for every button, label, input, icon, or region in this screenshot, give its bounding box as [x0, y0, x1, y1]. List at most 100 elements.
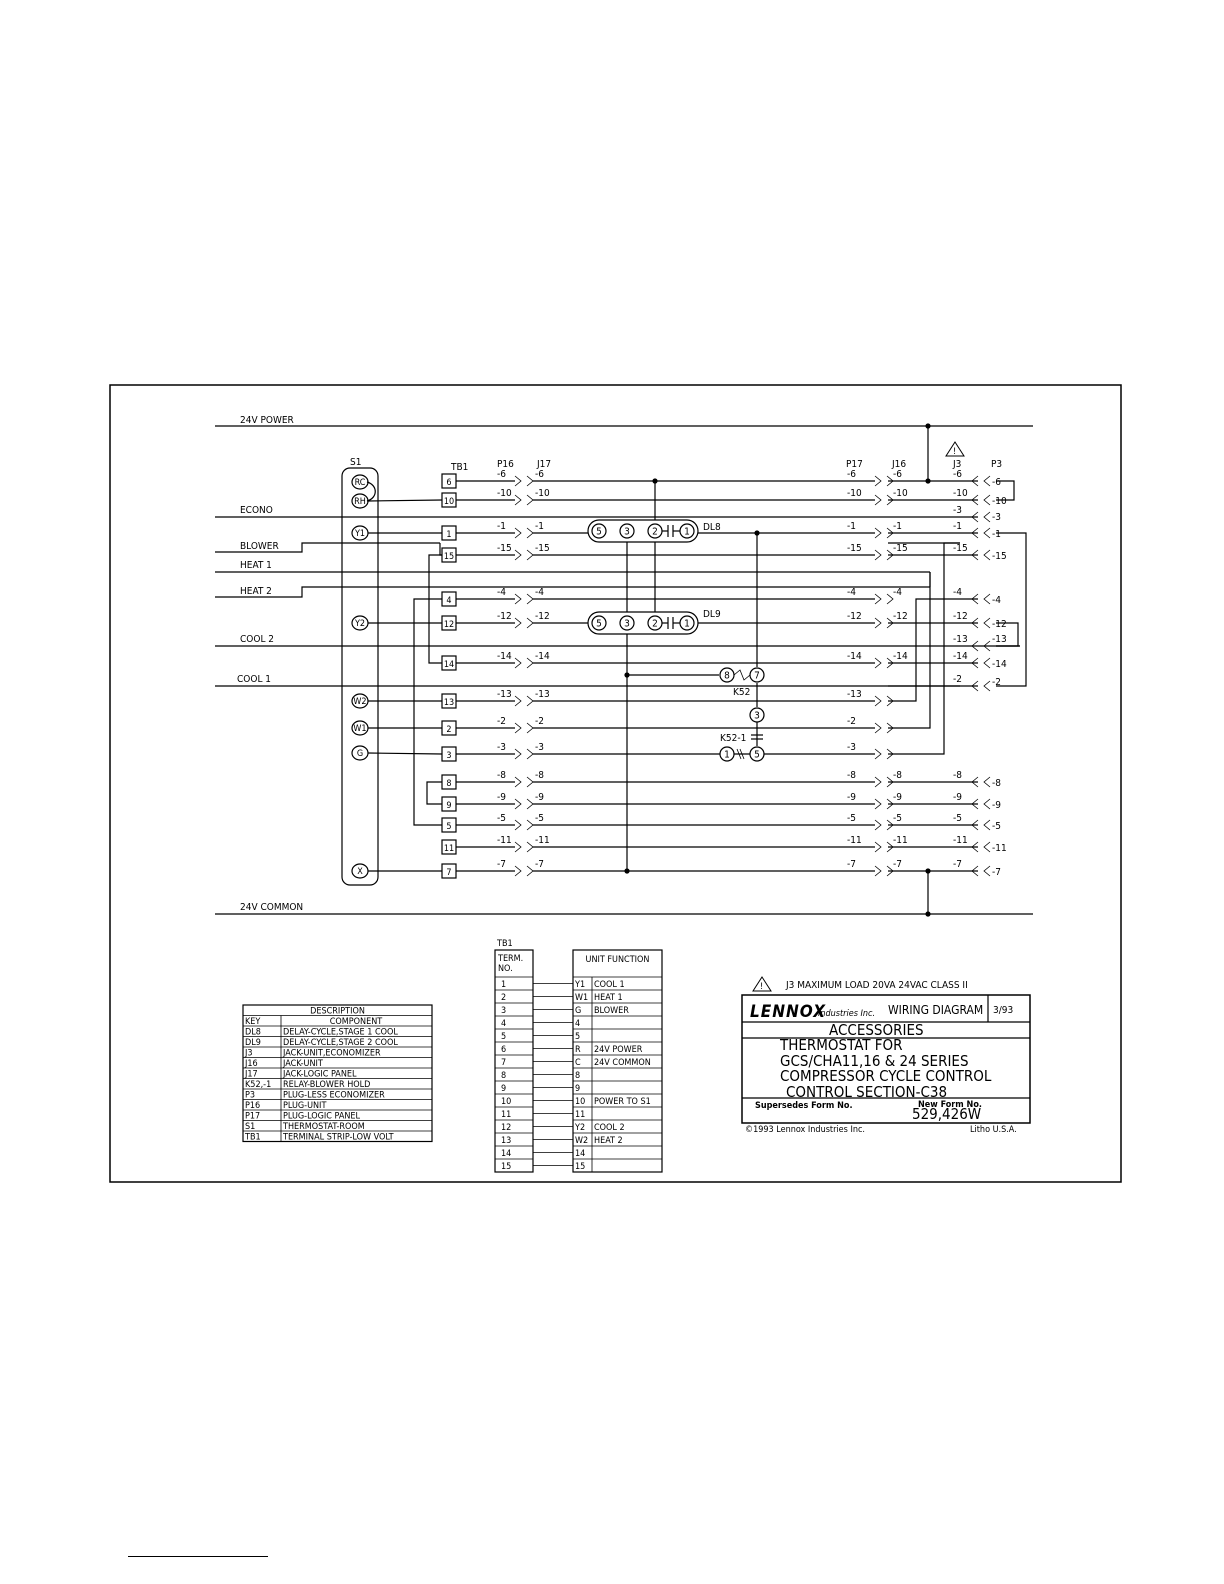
uf-key: 14 — [575, 1149, 585, 1159]
tb1-row: 3-3-3-3 — [441, 742, 894, 762]
svg-text:-10: -10 — [893, 488, 908, 499]
svg-text:-13: -13 — [847, 689, 862, 700]
connector-pin — [514, 475, 522, 487]
copyright: ©1993 Lennox Industries Inc. — [745, 1125, 865, 1135]
title-line: GCS/CHA11,16 & 24 SERIES — [780, 1052, 969, 1070]
input-label: HEAT 1 — [240, 560, 272, 571]
svg-text:-12: -12 — [893, 611, 908, 622]
svg-text:-7: -7 — [847, 859, 856, 870]
connector-pin — [983, 657, 991, 669]
svg-text:-15: -15 — [535, 543, 550, 554]
connector-pin — [514, 593, 522, 605]
desc-key: J3 — [244, 1049, 253, 1059]
delay-pin: 3 — [619, 615, 635, 631]
connector-pin — [514, 798, 522, 810]
uf-key: 15 — [575, 1162, 585, 1172]
svg-text:-3: -3 — [535, 742, 544, 753]
uf-key: 11 — [575, 1110, 585, 1120]
common-rail-label: 24V COMMON — [240, 902, 303, 913]
tt-term: 11 — [501, 1110, 511, 1120]
brand-sub: Industries Inc. — [818, 1009, 875, 1019]
j3-p3-pin: -3 — [953, 505, 991, 523]
connector-pin — [983, 680, 991, 692]
desc-component: DELAY-CYCLE,STAGE 2 COOL — [283, 1038, 398, 1048]
connector-pin — [526, 657, 534, 669]
j3-p3-pin: -14-14 — [953, 651, 1007, 670]
input-label: HEAT 2 — [240, 586, 272, 597]
tb1-row: 6-6-6-6-6 — [441, 469, 902, 489]
svg-text:3: 3 — [754, 711, 760, 722]
svg-text:6: 6 — [446, 478, 451, 488]
svg-text:-10: -10 — [992, 496, 1007, 507]
connector-pin — [886, 748, 894, 760]
tt-term: 2 — [501, 993, 506, 1003]
delay-pin: 1 — [679, 523, 695, 539]
svg-text:-4: -4 — [497, 587, 506, 598]
svg-text:13: 13 — [444, 698, 454, 708]
svg-text:-12: -12 — [953, 611, 968, 622]
input-label: COOL 2 — [240, 634, 274, 645]
connector-pin — [971, 680, 979, 692]
svg-text:-10: -10 — [847, 488, 862, 499]
title-line: THERMOSTAT FOR — [779, 1036, 903, 1054]
svg-text:3: 3 — [624, 619, 630, 630]
desc-header: COMPONENT — [330, 1017, 382, 1027]
connector-pin — [526, 494, 534, 506]
svg-text:-1: -1 — [535, 521, 544, 532]
svg-text:-4: -4 — [535, 587, 544, 598]
svg-text:Y2: Y2 — [354, 619, 365, 629]
connector-pin — [514, 657, 522, 669]
svg-text:RC: RC — [355, 478, 366, 488]
svg-text:-3: -3 — [497, 742, 506, 753]
warning-icon — [752, 976, 772, 992]
j3-p3-pin: -6-6 — [953, 469, 1001, 488]
svg-text:-12: -12 — [847, 611, 862, 622]
relay-contact-pin: 1 — [719, 746, 735, 762]
j3-p3-pin: -1-1 — [953, 521, 1001, 540]
uf-key: 10 — [575, 1097, 585, 1107]
svg-text:8: 8 — [724, 671, 730, 682]
connector-pin — [983, 640, 991, 652]
desc-component: JACK-LOGIC PANEL — [282, 1070, 357, 1080]
uf-key: W1 — [575, 993, 588, 1003]
thermostat-terminal-w1: W1 — [351, 720, 369, 736]
svg-text:!: ! — [953, 447, 956, 457]
svg-text:!: ! — [760, 982, 763, 992]
connector-pin — [526, 748, 534, 760]
svg-text:-14: -14 — [992, 659, 1007, 670]
svg-text:5: 5 — [596, 619, 602, 630]
connector-pin — [874, 494, 882, 506]
svg-text:-5: -5 — [497, 813, 506, 824]
svg-text:-3: -3 — [953, 505, 962, 516]
relay-pin: 3 — [749, 707, 765, 723]
connector-pin — [971, 527, 979, 539]
svg-text:1: 1 — [446, 530, 451, 540]
header-j17: J17 — [536, 459, 551, 470]
tt-term: 9 — [501, 1084, 506, 1094]
desc-key: P17 — [245, 1112, 260, 1122]
thermostat-s1 — [341, 467, 379, 886]
p3-label: -13 — [992, 634, 1007, 645]
connector-pin — [886, 798, 894, 810]
desc-component: RELAY-BLOWER HOLD — [283, 1080, 370, 1090]
tt-term: 10 — [501, 1097, 511, 1107]
tt-header: TERM. — [497, 954, 523, 964]
connector-pin — [886, 776, 894, 788]
tb1-row: 11-11-11-11-11 — [441, 835, 908, 855]
connector-pin — [874, 776, 882, 788]
diagram-frame — [109, 384, 1122, 1183]
desc-component: JACK-UNIT — [282, 1059, 323, 1069]
svg-text:-11: -11 — [535, 835, 550, 846]
svg-text:-4: -4 — [953, 587, 962, 598]
tt-term: 7 — [501, 1058, 506, 1068]
p3-label: -3 — [992, 512, 1001, 523]
thermostat-terminal-rc: RC — [351, 474, 369, 490]
svg-text:-14: -14 — [497, 651, 512, 662]
tb1-row: 2-2-2-2 — [441, 716, 894, 736]
tb1-row: 8-8-8-8-8 — [441, 770, 902, 790]
form-number: 529,426W — [912, 1105, 981, 1123]
input-label: BLOWER — [240, 541, 279, 552]
j3-p3-pin: -7-7 — [953, 859, 1001, 878]
